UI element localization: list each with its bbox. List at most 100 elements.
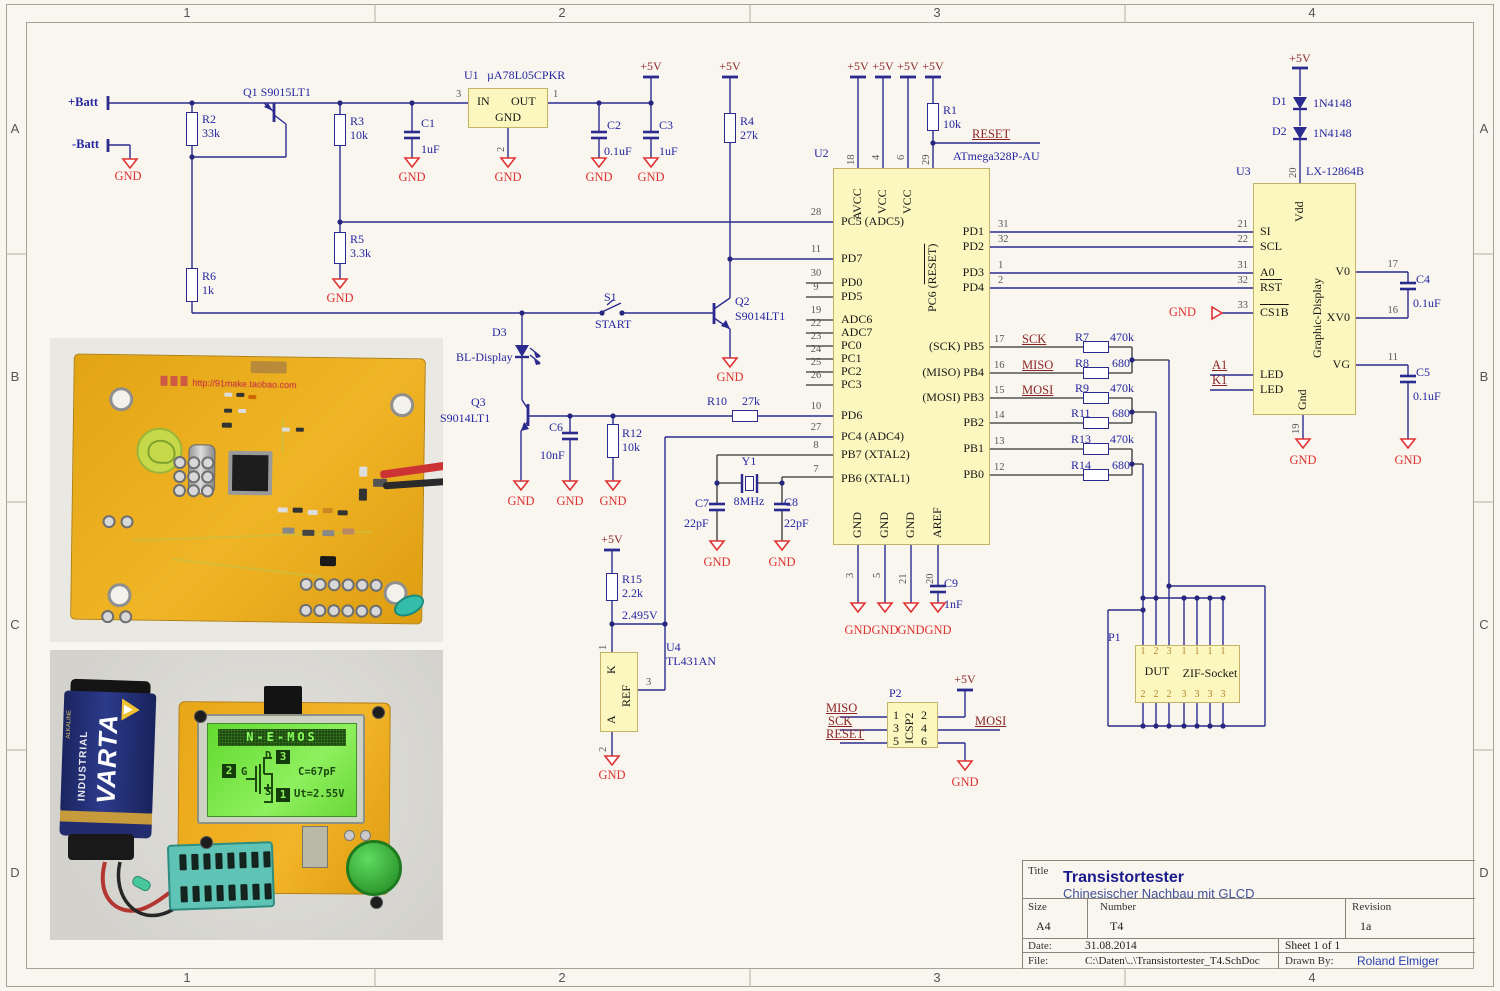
schematic-label: 2 — [1153, 689, 1159, 700]
assembled-tester-photo: VARTA INDUSTRIAL ALKALINE N-E-MOS 2 G D … — [50, 650, 443, 940]
schematic-label: 470k — [1110, 381, 1134, 395]
schematic-label: A — [10, 121, 20, 136]
resistor-body — [1083, 443, 1109, 455]
gnd-symbol — [708, 540, 726, 552]
schematic-label: 2 — [598, 746, 609, 752]
schematic-label: 20 — [925, 573, 936, 585]
schematic-label: 2 — [1140, 689, 1146, 700]
schematic-label: TL431AN — [666, 654, 716, 668]
sheet-inner-frame — [26, 22, 1474, 969]
lcd-gate-label: G — [241, 766, 248, 778]
gnd-symbol — [876, 602, 894, 614]
schematic-label: 1nF — [944, 597, 963, 611]
schematic-label: MISO — [826, 701, 858, 715]
schematic-label: PB7 (XTAL2) — [841, 447, 910, 461]
schematic-label: C — [1479, 617, 1489, 632]
junction-dot — [1181, 595, 1187, 601]
schematic-label: C7 — [695, 496, 710, 510]
schematic-label: PD1 — [962, 224, 984, 238]
schematic-label: GND — [326, 291, 354, 305]
junction-dot — [567, 413, 573, 419]
pcb-board: http://91make.taobao.com — [70, 353, 426, 625]
junction-dot — [609, 621, 615, 627]
document-title: Transistortester — [1063, 869, 1184, 886]
schematic-label: 30 — [810, 268, 822, 279]
resistor-body — [1083, 392, 1109, 404]
junction-dot — [189, 154, 195, 160]
schematic-label: 680 — [1112, 458, 1130, 472]
resistor-body — [1083, 417, 1109, 429]
schematic-label: GND — [871, 623, 899, 637]
schematic-label: GND — [495, 110, 521, 124]
schematic-label: 25 — [810, 357, 822, 368]
resistor-body — [745, 476, 754, 491]
schematic-label: 32 — [1237, 275, 1249, 286]
board-component — [302, 826, 328, 868]
schematic-label: P2 — [889, 686, 902, 700]
schematic-label: C2 — [607, 118, 622, 132]
schematic-label: GND — [844, 623, 872, 637]
revision-value: 1a — [1360, 919, 1372, 933]
drawn-by-value: Roland Elmiger — [1357, 954, 1440, 968]
wire — [713, 297, 731, 310]
schematic-label: U1 — [464, 68, 479, 82]
schematic-label: PB1 — [963, 441, 984, 455]
schematic-label: D1 — [1272, 94, 1287, 108]
schematic-label: LED — [1260, 382, 1284, 396]
schematic-label: 10k — [622, 440, 640, 454]
schematic-label: ATmega328P-AU — [953, 149, 1040, 163]
junction-dot — [727, 256, 733, 262]
schematic-label: SCK — [828, 714, 853, 728]
schematic-label: SCL — [1260, 239, 1283, 253]
symbol-triangle — [264, 103, 273, 111]
schematic-label: C3 — [659, 118, 674, 132]
junction-dot — [1166, 583, 1172, 589]
schematic-label: PD2 — [962, 239, 984, 253]
schematic-label: 3 — [893, 721, 899, 735]
schematic-label: C6 — [549, 420, 564, 434]
schematic-label: PD3 — [962, 265, 984, 279]
junction-dot — [1153, 723, 1159, 729]
schematic-label: C9 — [944, 576, 959, 590]
schematic-label: RST — [1260, 280, 1283, 294]
gnd-symbol — [902, 602, 920, 614]
schematic-label: 2.2k — [622, 586, 643, 600]
junction-dot — [1153, 595, 1159, 601]
schematic-label: R15 — [622, 572, 643, 586]
junction-dot — [519, 310, 525, 316]
schematic-label: PD4 — [962, 280, 984, 294]
schematic-label: 27k — [742, 394, 760, 408]
schematic-label: PD0 — [841, 275, 863, 289]
schematic-label: 2 — [998, 275, 1004, 286]
schematic-label: U3 — [1236, 164, 1251, 178]
schematic-label: 1 — [1207, 646, 1213, 657]
schematic-label: Vdd — [1292, 201, 1306, 222]
schematic-label: IN — [477, 94, 490, 108]
schematic-label: MOSI — [1022, 383, 1054, 397]
schematic-label: P1 — [1108, 630, 1121, 644]
schematic-label: 3.3k — [350, 246, 371, 260]
schematic-label: 3 — [1207, 689, 1213, 700]
junction-dot — [1220, 723, 1226, 729]
schematic-label: 2 — [1166, 689, 1172, 700]
schematic-label: ICSP2 — [902, 712, 916, 744]
schematic-label: +5V — [954, 672, 976, 686]
junction-dot — [189, 100, 195, 106]
schematic-label: A0 — [1260, 265, 1275, 279]
schematic-label: BL-Display — [456, 350, 513, 364]
gnd-symbol — [121, 158, 139, 170]
schematic-label: R12 — [622, 426, 643, 440]
component-body — [600, 652, 638, 732]
schematic-label: GND — [637, 170, 665, 184]
schematic-label: ADC7 — [841, 325, 873, 339]
schematic-label: V0 — [1335, 264, 1350, 278]
symbol-triangle — [721, 320, 730, 329]
schematic-label: PB6 (XTAL1) — [841, 471, 910, 485]
schematic-label: 23 — [810, 331, 822, 342]
schematic-label: VCC — [900, 189, 914, 214]
junction-dot — [779, 480, 785, 486]
symbol-triangle — [534, 359, 541, 365]
schematic-label: 17 — [994, 334, 1005, 345]
schematic-label: S9014LT1 — [735, 309, 786, 323]
schematic-label: SCK — [1022, 332, 1047, 346]
